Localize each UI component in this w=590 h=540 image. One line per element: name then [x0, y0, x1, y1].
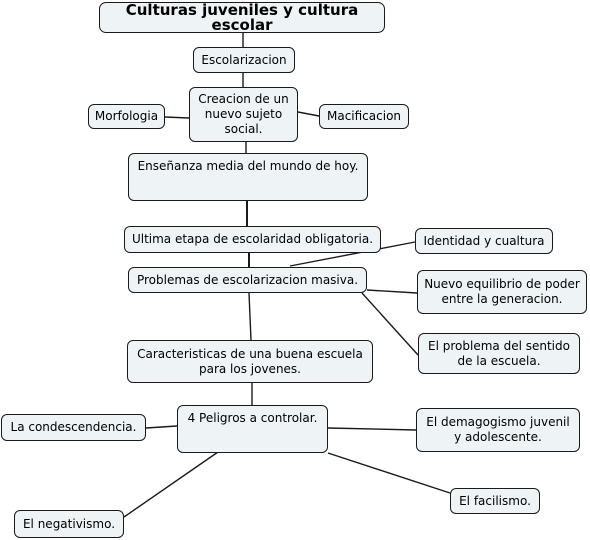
node-condescendencia: La condescendencia.	[1, 414, 146, 441]
node-nuevo-equilibrio: Nuevo equilibrio de poder entre la gener…	[417, 270, 587, 314]
edge-peligros-negativismo	[123, 451, 219, 518]
edge-peligros-facilismo	[327, 452, 451, 494]
diagram-title: Culturas juveniles y cultura escolar	[99, 2, 385, 33]
edge-problemas-caracteristicas	[248, 292, 252, 341]
node-macificacion: Macificacion	[319, 104, 409, 129]
edge-creacion-morfologia	[164, 116, 190, 119]
node-peligros: 4 Peligros a controlar.	[177, 405, 328, 453]
node-ultima-etapa: Ultima etapa de escolaridad obligatoria.	[124, 226, 381, 253]
node-demagogismo: El demagogismo juvenil y adolescente.	[416, 408, 580, 452]
node-negativismo: El negativismo.	[14, 510, 124, 538]
node-identidad-cultura: Identidad y cualtura	[415, 228, 553, 254]
node-escolarizacion: Escolarizacion	[193, 47, 295, 73]
node-creacion-nuevo-sujeto: Creacion de un nuevo sujeto social.	[189, 87, 298, 142]
node-morfologia: Morfologia	[88, 104, 165, 129]
node-ensenanza-media: Enseñanza media del mundo de hoy.	[128, 153, 368, 201]
node-problemas-escolarizacion: Problemas de escolarizacion masiva.	[128, 267, 367, 293]
node-problema-sentido: El problema del sentido de la escuela.	[418, 333, 580, 374]
node-caracteristicas-escuela: Caracteristicas de una buena escuela par…	[127, 340, 373, 383]
edge-peligros-condescendencia	[145, 425, 178, 429]
edge-creacion-macificacion	[297, 111, 320, 117]
edge-problemas-sentido	[361, 292, 419, 356]
edge-peligros-demagogismo	[327, 427, 417, 431]
edge-problemas-equilibrio	[366, 289, 418, 294]
edge-problemas-identidad	[289, 241, 416, 267]
node-facilismo: El facilismo.	[450, 488, 540, 514]
